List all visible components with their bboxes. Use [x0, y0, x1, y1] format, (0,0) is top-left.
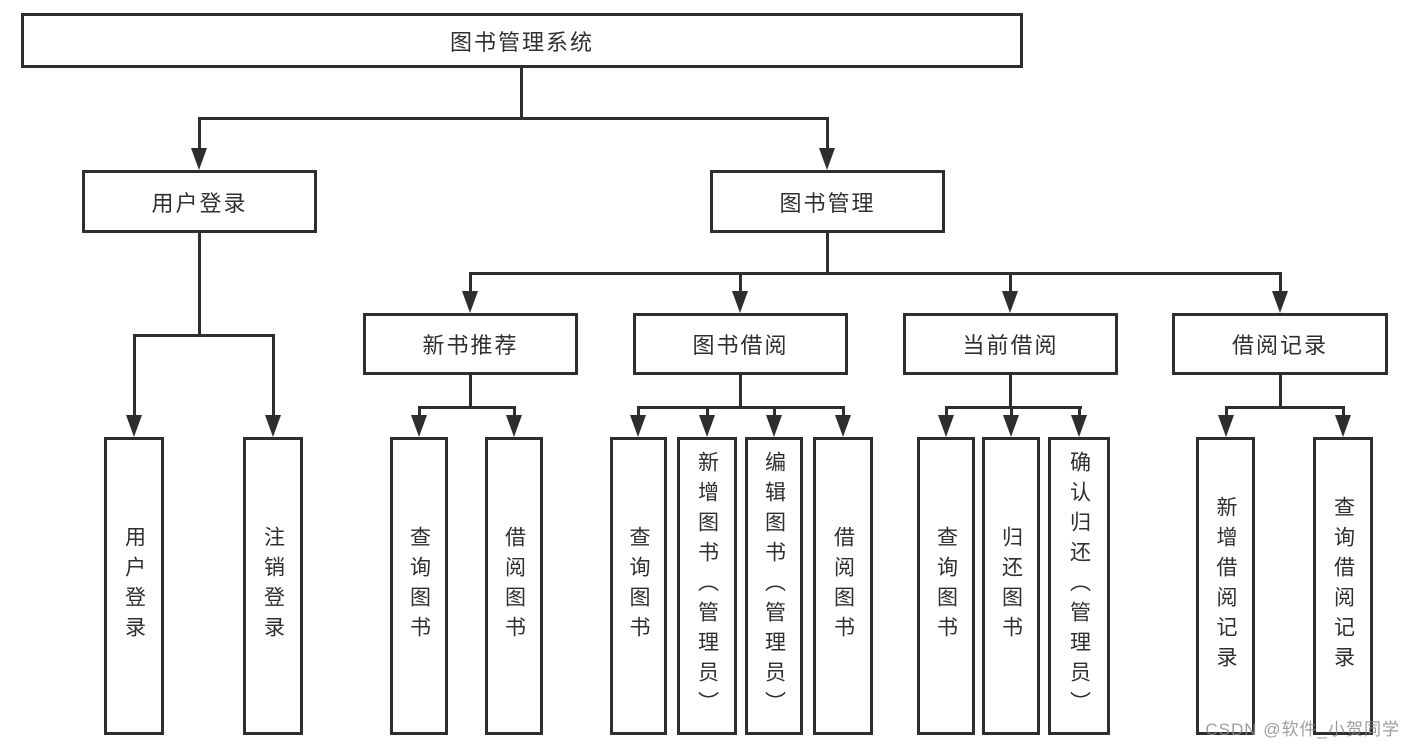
- connector-record-stub: [1279, 375, 1282, 409]
- connector-newbook-drop-1: [418, 406, 421, 418]
- connector-borrow-hline: [637, 406, 845, 409]
- node-root: 图书管理系统: [21, 13, 1023, 68]
- arrowhead-leaf-logout: [265, 415, 281, 437]
- connector-login-stub: [198, 233, 201, 335]
- connector-mgmt-drop-3: [1009, 272, 1012, 294]
- leaf-borrow-edit: 编辑图书（管理员）: [745, 437, 803, 735]
- leaf-borrow-query-label: 查询图书: [627, 526, 650, 646]
- connector-record-hline: [1225, 406, 1345, 409]
- node-user-login-label: 用户登录: [151, 190, 248, 216]
- leaf-current-query-label: 查询图书: [934, 526, 958, 646]
- connector-current-drop-3: [1078, 406, 1081, 418]
- arrowhead-current-return: [1003, 415, 1019, 437]
- arrowhead-record-add: [1218, 415, 1234, 437]
- leaf-borrow-edit-label: 编辑图书（管理员）: [762, 451, 786, 721]
- leaf-borrow-borrow-label: 借阅图书: [831, 526, 855, 646]
- leaf-current-return: 归还图书: [982, 437, 1040, 735]
- arrowhead-newbook-borrow: [506, 415, 522, 437]
- leaf-borrow-add: 新增图书（管理员）: [677, 437, 737, 735]
- leaf-record-query-label: 查询借阅记录: [1331, 496, 1355, 676]
- arrowhead-borrow-add: [699, 415, 715, 437]
- connector-root-drop-left: [198, 117, 201, 151]
- leaf-current-confirm-label: 确认归还（管理员）: [1067, 451, 1091, 721]
- connector-record-drop-1: [1225, 406, 1228, 418]
- arrowhead-leaf-user-login: [126, 415, 142, 437]
- node-borrow-record: 借阅记录: [1172, 313, 1388, 375]
- leaf-current-return-label: 归还图书: [999, 526, 1023, 646]
- leaf-borrow-query: 查询图书: [610, 437, 667, 735]
- arrowhead-book-management: [819, 148, 835, 170]
- node-user-login: 用户登录: [82, 170, 317, 233]
- leaf-user-login-label: 用户登录: [122, 526, 146, 646]
- leaf-borrow-add-label: 新增图书（管理员）: [695, 451, 719, 721]
- arrowhead-current-confirm: [1071, 415, 1087, 437]
- leaf-current-confirm: 确认归还（管理员）: [1048, 437, 1110, 735]
- leaf-newbook-borrow-label: 借阅图书: [502, 526, 526, 646]
- connector-newbook-stub: [469, 375, 472, 409]
- arrowhead-current-borrow: [1002, 291, 1018, 313]
- leaf-record-add: 新增借阅记录: [1196, 437, 1255, 735]
- node-root-label: 图书管理系统: [449, 29, 594, 55]
- arrowhead-user-login: [191, 148, 207, 170]
- connector-mgmt-stub: [826, 233, 829, 273]
- connector-newbook-drop-2: [513, 406, 516, 418]
- connector-login-drop-2: [272, 334, 275, 417]
- arrowhead-borrow-borrow: [835, 415, 851, 437]
- leaf-user-login: 用户登录: [104, 437, 164, 735]
- node-borrow-record-label: 借阅记录: [1231, 333, 1328, 358]
- leaf-logout-label: 注销登录: [261, 526, 285, 646]
- connector-newbook-hline: [418, 406, 516, 409]
- arrowhead-current-query: [938, 415, 954, 437]
- connector-current-drop-2: [1010, 406, 1013, 418]
- arrowhead-newbook-query: [411, 415, 427, 437]
- connector-borrow-drop-3: [773, 406, 776, 418]
- leaf-newbook-query: 查询图书: [390, 437, 448, 735]
- connector-root-hline: [198, 117, 829, 120]
- connector-borrow-stub: [739, 375, 742, 409]
- leaf-record-query: 查询借阅记录: [1313, 437, 1373, 735]
- connector-mgmt-drop-2: [739, 272, 742, 294]
- connector-root-drop-right: [826, 117, 829, 151]
- node-book-management: 图书管理: [710, 170, 945, 233]
- leaf-newbook-borrow: 借阅图书: [485, 437, 543, 735]
- arrowhead-book-borrow: [732, 291, 748, 313]
- connector-borrow-drop-1: [637, 406, 640, 418]
- leaf-newbook-query-label: 查询图书: [407, 526, 431, 646]
- connector-login-hline: [133, 334, 275, 337]
- connector-current-stub: [1009, 375, 1012, 409]
- connector-root-stub: [520, 66, 523, 120]
- arrowhead-record-query: [1335, 415, 1351, 437]
- leaf-record-add-label: 新增借阅记录: [1214, 496, 1237, 676]
- node-current-borrow: 当前借阅: [903, 313, 1118, 375]
- node-current-borrow-label: 当前借阅: [962, 333, 1059, 358]
- arrowhead-borrow-record: [1272, 291, 1288, 313]
- connector-current-drop-1: [945, 406, 948, 418]
- node-new-book-recommend: 新书推荐: [363, 313, 578, 375]
- connector-current-hline: [945, 406, 1082, 409]
- node-book-borrow-label: 图书借阅: [692, 333, 789, 358]
- leaf-current-query: 查询图书: [917, 437, 975, 735]
- node-book-management-label: 图书管理: [779, 190, 876, 216]
- connector-borrow-drop-2: [706, 406, 709, 418]
- connector-mgmt-drop-1: [469, 272, 472, 294]
- connector-borrow-drop-4: [842, 406, 845, 418]
- arrowhead-new-book: [462, 291, 478, 313]
- arrowhead-borrow-query: [630, 415, 646, 437]
- leaf-borrow-borrow: 借阅图书: [813, 437, 873, 735]
- connector-login-drop-1: [133, 334, 136, 417]
- node-new-book-recommend-label: 新书推荐: [422, 333, 519, 358]
- connector-mgmt-drop-4: [1279, 272, 1282, 294]
- connector-mgmt-hline: [469, 272, 1282, 275]
- watermark: CSDN @软件_小贺同学: [1205, 720, 1400, 739]
- arrowhead-borrow-edit: [766, 415, 782, 437]
- node-book-borrow: 图书借阅: [633, 313, 848, 375]
- connector-record-drop-2: [1342, 406, 1345, 418]
- leaf-logout: 注销登录: [243, 437, 303, 735]
